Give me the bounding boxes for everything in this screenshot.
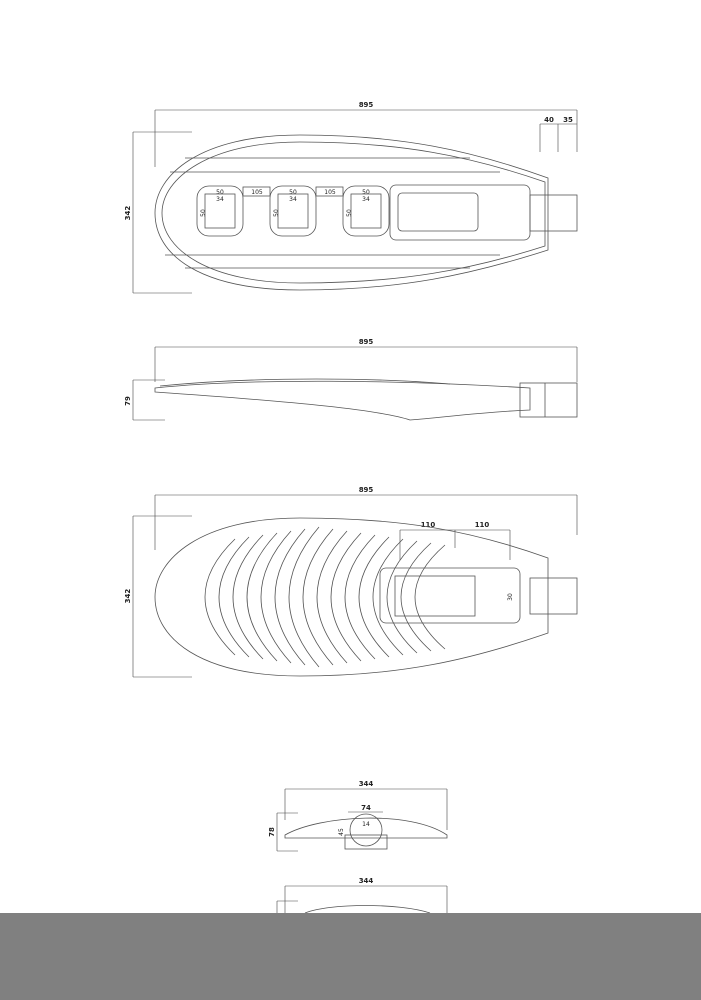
heatsink-fin [246, 532, 278, 662]
end-dim-height: 78 [268, 827, 276, 837]
dim-module-height-1: 50 [200, 209, 207, 217]
heatsink-fin [414, 544, 446, 650]
heatsink-fin [288, 526, 320, 668]
heatsink-fin [330, 532, 362, 662]
heatsink-fin [372, 538, 404, 656]
side-view: 895 79 [124, 338, 578, 421]
dim-mount-a: 40 [544, 116, 554, 124]
dim-module-width-3: 50 [362, 189, 370, 196]
dim-spacing-1: 105 [251, 189, 263, 196]
dim-module-inner-1: 34 [216, 196, 224, 203]
heatsink-fin [302, 528, 334, 666]
bottom-dim-hole: 30 [507, 593, 514, 601]
bottom-dim-spacing-2: 110 [475, 521, 490, 529]
top-view: 895 40 35 342 50 50 50 34 34 34 50 50 50 [124, 101, 578, 294]
side-dim-height: 79 [124, 396, 132, 406]
side-dim-length: 895 [359, 338, 374, 346]
dim-module-inner-2: 34 [289, 196, 297, 203]
end-dim-offset: 45 [338, 828, 345, 836]
end2-dim-width: 344 [359, 877, 374, 885]
end-view: 344 78 74 14 45 [268, 780, 448, 852]
dim-module-inner-3: 34 [362, 196, 370, 203]
heatsink-fin [400, 542, 432, 652]
heatsink-fin [204, 538, 236, 656]
bottom-dim-length: 895 [359, 486, 374, 494]
gray-band [0, 913, 701, 1000]
bottom-dim-spacing-1: 110 [421, 521, 436, 529]
dim-module-height-2: 50 [273, 209, 280, 217]
heatsink-fin [218, 536, 250, 658]
heatsink-fin [274, 528, 306, 666]
dim-length: 895 [359, 101, 374, 109]
dim-mount-b: 35 [563, 116, 573, 124]
bottom-view: 895 342 110 110 30 [124, 486, 578, 678]
heatsink-fin [344, 534, 376, 660]
heatsink-fin [316, 530, 348, 664]
heatsink-fin [232, 534, 264, 660]
heatsink-fin [358, 536, 390, 658]
dim-module-width-1: 50 [216, 189, 224, 196]
end-dim-top-width: 74 [361, 804, 371, 812]
end-dim-hole: 14 [362, 821, 370, 828]
dim-width: 342 [124, 206, 132, 221]
dim-module-width-2: 50 [289, 189, 297, 196]
heatsink-fin [386, 540, 418, 654]
heatsink-fin [260, 530, 292, 664]
dim-spacing-2: 105 [324, 189, 336, 196]
end-dim-width: 344 [359, 780, 374, 788]
dim-module-height-3: 50 [346, 209, 353, 217]
bottom-dim-width: 342 [124, 589, 132, 604]
end-view-2: 344 [276, 877, 448, 914]
